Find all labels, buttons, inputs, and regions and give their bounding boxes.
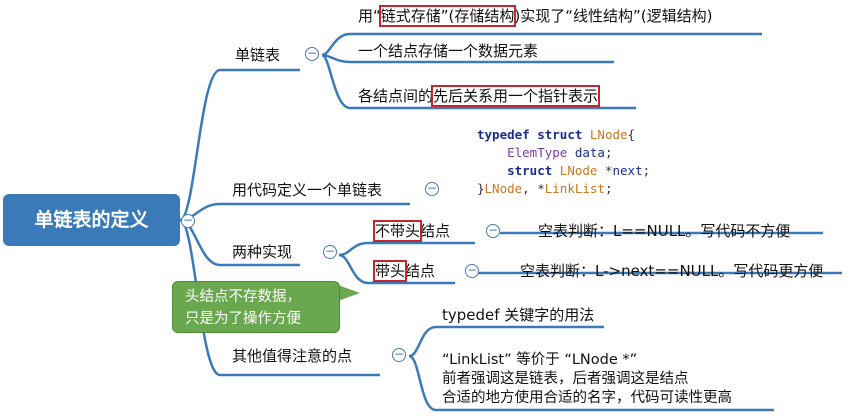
other-item-emphasis: 前者强调这是链表，后者强调这是结点	[442, 371, 689, 387]
collapse-single-list-toggle[interactable]: −	[305, 46, 319, 61]
with-head-node[interactable]: 带头结点	[372, 260, 436, 282]
other-item-naming: 合适的地方使用合适的名字，代码可读性更高	[442, 390, 732, 406]
other-item-linklist: “LinkList” 等价于 “LNode *”	[442, 352, 638, 368]
callout-pointer	[338, 285, 360, 301]
single-list-item-2: 一个结点存储一个数据元素	[358, 42, 539, 60]
no-head-description: 空表判断：L==NULL。写代码不方便	[538, 222, 791, 240]
highlight-box-chain-storage: 链式存储”(存储结构	[378, 5, 517, 27]
code-line-2: ElemType data;	[507, 145, 613, 160]
highlight-box-with-head: 带头	[372, 260, 408, 282]
collapse-code-toggle[interactable]: −	[425, 181, 439, 196]
code-line-1: typedef struct LNode{	[477, 127, 636, 142]
highlight-box-no-head: 不带头	[372, 220, 423, 242]
collapse-no-head-toggle[interactable]: −	[486, 223, 500, 238]
other-item-typedef: typedef 关键字的用法	[442, 306, 595, 324]
with-head-description: 空表判断：L->next==NULL。写代码更方便	[520, 262, 824, 280]
collapse-two-impl-toggle[interactable]: −	[323, 244, 337, 259]
highlight-box-pointer: 先后关系用一个指针表示	[431, 85, 601, 107]
callout-note: 头结点不存数据， 只是为了操作方便	[172, 281, 340, 333]
code-line-4: }LNode, *LinkList;	[477, 181, 613, 196]
callout-line-2: 只是为了操作方便	[185, 311, 301, 327]
code-line-3: struct LNode *next;	[507, 163, 651, 178]
collapse-other-toggle[interactable]: −	[392, 347, 406, 362]
branch-single-list[interactable]: 单链表	[235, 46, 281, 64]
branch-code-definition[interactable]: 用代码定义一个单链表	[232, 181, 383, 199]
single-list-item-3: 各结点间的先后关系用一个指针表示	[358, 85, 601, 107]
branch-two-implementations[interactable]: 两种实现	[232, 243, 293, 261]
callout-line-1: 头结点不存数据，	[185, 289, 301, 305]
code-block: typedef struct LNode{ ElemType data; str…	[477, 126, 650, 198]
root-node[interactable]: 单链表的定义	[3, 194, 180, 246]
no-head-node[interactable]: 不带头结点	[372, 220, 451, 242]
branch-other-notes[interactable]: 其他值得注意的点	[232, 347, 353, 365]
collapse-with-head-toggle[interactable]: −	[465, 263, 479, 278]
single-list-item-1: 用“链式存储”(存储结构)实现了“线性结构”(逻辑结构)	[358, 5, 713, 27]
collapse-root-toggle[interactable]: −	[181, 213, 195, 228]
